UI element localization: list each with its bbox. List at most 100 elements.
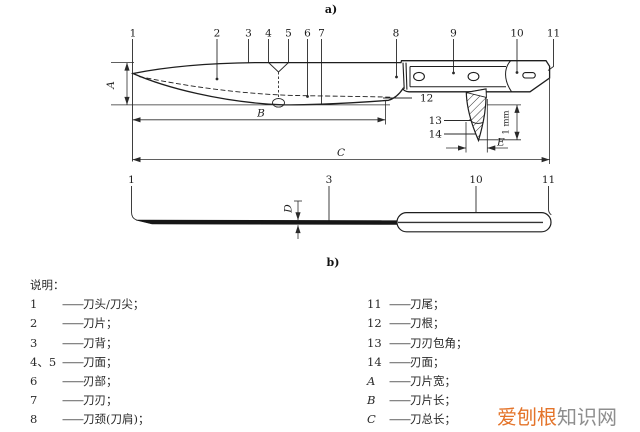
legend-dash: —— [389,297,411,312]
dimension-D: D [283,200,302,239]
leader-end-dots [215,71,519,98]
legend-item-A: A——刀片宽； [367,372,468,391]
legend-item-13: 13——刀刃包角； [367,334,468,353]
legend-key: 14 [367,354,382,369]
edge-wedge-top-facet [466,88,487,98]
figure-b-callout-labels: 1 3 10 11 [128,174,555,186]
edge-dim-arrow-down [514,131,520,140]
watermark-rest: 知识网 [557,407,617,429]
legend-label: 刀尾； [410,297,445,312]
legend-label: 刀片； [83,316,118,331]
figure-a-title: a) [325,3,337,16]
edge-bevel-boundary [469,119,484,124]
dim-C-label: C [337,147,345,159]
leader-10-dot [515,71,519,74]
dim-D-arrow-up [295,225,301,234]
legend-item-14: 14——刃面； [367,353,468,372]
dim-E-arrow-left [458,145,466,151]
rivet-front [413,71,425,82]
dim-B-arrow-left [132,117,141,123]
legend-key: 7 [30,393,38,408]
dim-C-arrow-right [541,157,550,163]
callout-14-label: 14 [429,129,443,141]
legend-label: 刀刃包角； [410,335,468,350]
edge-dim-arrow-up [514,104,520,113]
edge-wedge [465,88,487,143]
dim-E-arrow-right [487,145,496,151]
dim-C-arrow-left [132,157,141,163]
b-leader-1 [131,186,137,221]
legend-item-1: 1 ——刀头/刀尖； [30,295,149,314]
legend-item-6: 6——刃部； [30,372,149,391]
legend-item-4-5: 4、5——刀面； [30,353,149,372]
legend-dash: —— [389,335,411,350]
legend-label: 刀片宽； [410,374,456,388]
dim-B-arrow-right [377,117,386,123]
rivet-rear [467,71,480,82]
figure-a-callout-labels: 1 2 3 4 5 6 7 8 9 10 11 [130,28,561,40]
legend-key: 6 [30,374,38,389]
legend-label: 刀颈(刀肩)； [83,412,150,427]
legend-dash: —— [62,354,84,369]
legend-item-8: 8——刀颈(刀肩)； [30,410,149,429]
legend-item-11: 11——刀尾； [367,295,468,314]
legend-key: 2 [30,316,38,331]
knife-side-view [130,60,551,106]
legend-label: 刃面； [410,354,445,369]
callout-4-label: 4 [265,28,272,40]
legend-dash: —— [62,374,84,389]
legend-dash: —— [389,412,411,427]
legend-left-column: 说明： 1——刀头/刀尖； 2——刀片； 3——刀背； 4、5——刀面； 6——… [30,276,149,430]
edge-section-detail: 1 mm E [446,88,521,153]
callout-2-label: 2 [214,28,221,40]
dim-A-arrow-up [124,62,130,71]
bolster-line-1 [402,62,405,89]
edge-detail-circle [272,98,285,108]
tail-slot [522,72,536,79]
blade-top-view [135,219,398,225]
legend-label: 刀头/刀尖； [83,297,145,312]
legend-key: 1 [30,297,38,312]
legend-dash: —— [389,393,411,408]
legend-item-7: 7——刀刃； [30,391,149,410]
figure-a-leader-lines [132,39,554,162]
callout-9-label: 9 [450,28,457,40]
leader-9-dot [452,71,455,75]
legend-key: 4、5 [30,354,57,369]
dim-D-label: D [283,204,295,214]
legend-dash: —— [62,335,84,350]
legend-dash: —— [389,316,411,331]
legend-item-C: C——刀总长； [367,410,468,429]
legend-label: 刀背； [83,335,118,350]
leader-4 [268,39,279,73]
dim-A-label: A [105,81,117,90]
dim-D-arrow-down [295,212,301,221]
bolster-line-2 [405,62,408,90]
legend-key: 3 [30,335,38,350]
callout-1-label: 1 [130,28,137,40]
legend-dash: —— [62,393,84,408]
legend-item-3: 3 ——刀背； [30,334,149,353]
legend-right-column: 11——刀尾； 12——刀根； 13——刀刃包角； 14——刃面； A——刀片宽… [367,295,468,429]
callout-13-label: 13 [429,115,442,127]
legend-dash: —— [62,316,84,331]
legend-item-2: 2 ——刀片； [30,314,149,333]
legend-item-12: 12——刀根； [367,314,468,333]
callout-3-label: 3 [245,28,252,40]
b-callout-11-label: 11 [542,174,555,186]
legend-dash: —— [62,297,84,312]
legend-key: B [367,393,376,408]
legend-key: C [367,412,376,427]
watermark: 爱刨根知识网 [497,401,617,430]
legend-key: 8 [30,412,38,427]
watermark-highlight: 爱刨根 [497,407,557,429]
callout-5-label: 5 [285,28,292,40]
leader-5 [278,39,289,73]
knife-outline [130,60,551,106]
knife-diagram: a) 1 2 3 4 5 6 7 8 9 10 11 [105,3,561,269]
legend-label: 刀片长； [410,393,456,408]
callout-12-label: 12 [420,93,433,105]
dim-A-arrow-down [124,96,130,105]
callout-8-label: 8 [393,28,400,40]
